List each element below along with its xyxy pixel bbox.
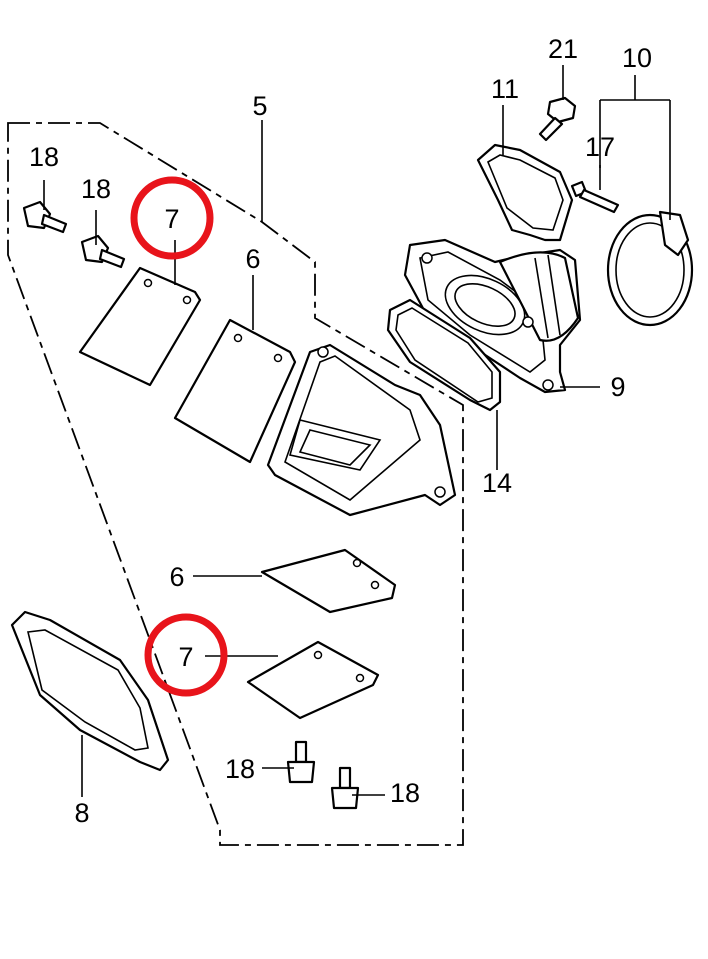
label-7-upper: 7 [164, 204, 179, 234]
clamp-band-10 [606, 210, 694, 327]
label-18-bottom-left: 18 [225, 754, 255, 784]
screw-18-top-mid [80, 234, 126, 269]
label-18-bottom-right: 18 [390, 778, 420, 808]
label-6-lower: 6 [169, 562, 184, 592]
label-14: 14 [482, 468, 512, 498]
label-5: 5 [252, 91, 267, 121]
highlight-circle-upper [130, 176, 214, 260]
reed-cage [266, 343, 457, 517]
intake-manifold [403, 238, 582, 394]
bolt-21 [538, 96, 577, 142]
screw-18-top-left [22, 200, 68, 234]
gasket-8 [10, 610, 170, 772]
highlight-circle-lower [144, 613, 228, 697]
label-21: 21 [548, 34, 578, 64]
label-11: 11 [491, 74, 519, 104]
label-6-upper: 6 [245, 244, 260, 274]
reed-petal-7-lower [246, 640, 380, 720]
assembly-outline [7, 122, 464, 846]
label-7-lower: 7 [178, 642, 193, 672]
label-18-top-mid: 18 [81, 174, 111, 204]
label-9: 9 [610, 372, 625, 402]
reed-stopper-6-lower [260, 548, 397, 614]
label-10: 10 [622, 43, 652, 73]
reed-stopper-6-upper [173, 318, 297, 464]
label-8: 8 [74, 798, 89, 828]
screw-17 [570, 180, 620, 214]
label-17: 17 [585, 132, 615, 162]
reed-petal-7-upper [78, 266, 202, 387]
screw-18-bottom-right [330, 766, 360, 810]
bracket-11 [476, 143, 574, 242]
gasket-14 [386, 298, 502, 412]
screw-18-bottom-left [286, 740, 316, 784]
leader-lines [43, 65, 671, 797]
label-18-top-left: 18 [29, 142, 59, 172]
